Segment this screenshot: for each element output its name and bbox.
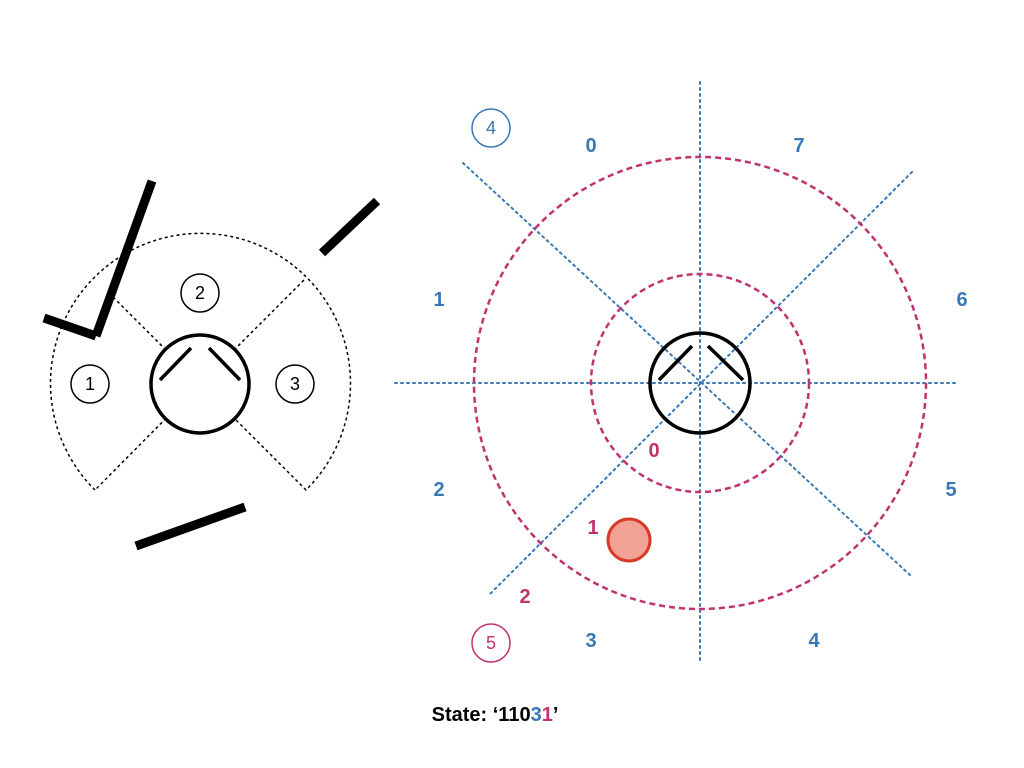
distance-ring-outer [472,155,928,611]
sector-label-6: 6 [956,289,967,311]
target-ball [606,517,652,563]
ring-label-0: 0 [648,440,659,462]
wall-segment [91,179,157,338]
robot-heading-marker [657,344,694,382]
ring-label-2: 2 [519,586,530,608]
robot-body [149,333,251,435]
wall-segment [42,313,98,341]
state-sensor-bits: 110 [498,704,531,726]
sector-label-5: 5 [945,479,956,501]
robot [149,333,251,435]
zone-label-2: 2 [180,273,220,313]
sector-label-7: 7 [793,135,804,157]
state-prefix: State: ‘ [431,704,499,726]
robot-heading-marker [706,344,745,382]
ring-label-1: 1 [587,517,598,539]
robot-heading-marker [207,346,242,382]
sector-label-2: 2 [433,479,444,501]
robot [648,331,752,435]
svg-text:4: 4 [486,118,496,138]
sector-rays [394,81,959,663]
sector-label-3: 3 [585,630,596,652]
svg-text:1: 1 [85,374,95,394]
left-panel: 1 2 3 [42,179,381,551]
sector-label-4: 4 [808,630,820,652]
distance-ring-inner [589,272,811,494]
svg-text:3: 3 [290,374,300,394]
robot-body [648,331,752,435]
sector-count-badge: 4 [471,108,511,148]
wall-segment [134,502,247,551]
svg-text:5: 5 [486,633,496,653]
state-ring-digit: 1 [541,704,553,726]
state-sector-digit: 3 [530,704,542,726]
zone-label-1: 1 [70,364,110,404]
right-panel: 0 1 2 3 4 5 6 7 0 1 2 4 5 [394,81,968,663]
robot-heading-marker [158,346,193,382]
sector-label-0: 0 [585,135,596,157]
state-caption: State: ‘11031’ [0,704,990,727]
sector-ray [462,162,911,576]
svg-text:2: 2 [195,283,205,303]
state-suffix: ’ [552,704,559,726]
wall-segment [318,197,381,257]
sensing-range-outline [49,232,352,492]
ring-count-badge: 5 [471,623,511,663]
zone-label-3: 3 [275,364,315,404]
sector-label-1: 1 [433,289,444,311]
sector-ray [489,171,913,595]
